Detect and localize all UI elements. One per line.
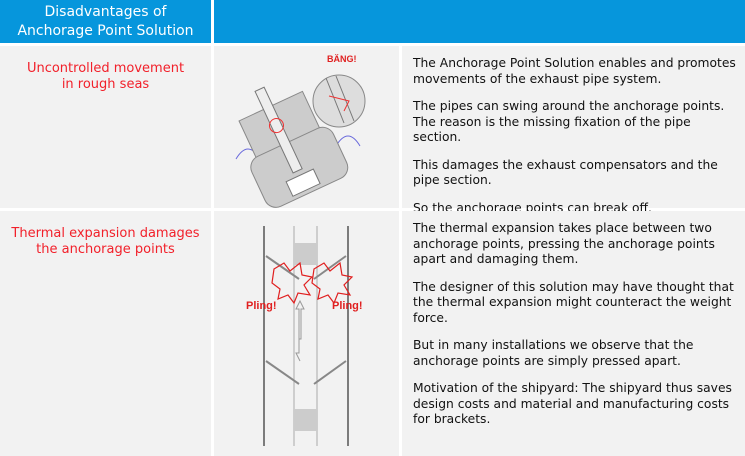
- issue-title-line1: Thermal expansion damages: [11, 226, 200, 241]
- ship-hull: [238, 86, 349, 208]
- ship-swing-illustration: BÄNG!: [235, 54, 366, 208]
- compensator-top: [294, 243, 317, 265]
- issue-title-line2: the anchorage points: [36, 242, 175, 257]
- illustration-cell-1: BÄNG!: [214, 46, 399, 208]
- issue-cell-1: Uncontrolled movement in rough seas: [0, 46, 211, 208]
- illustration-cell-2: Pling! Pling!: [214, 211, 399, 456]
- expansion-arrows: [295, 299, 305, 362]
- impact-star-right: [311, 261, 354, 305]
- header-title-line1: Disadvantages of: [44, 3, 167, 20]
- pling-label-left: Pling!: [246, 300, 277, 312]
- issue-title-line1: Uncontrolled movement: [26, 61, 185, 76]
- zoom-detail-circle: [312, 74, 366, 128]
- description-paragraph: The thermal expansion takes place betwee…: [413, 221, 715, 266]
- description-paragraph: This damages the exhaust compensators an…: [413, 157, 718, 188]
- description-cell-1: The Anchorage Point Solution enables and…: [402, 46, 745, 215]
- compensator-bottom: [294, 409, 317, 431]
- description-paragraph: The designer of this solution may have t…: [413, 279, 734, 325]
- description-paragraph: But in many installations we observe tha…: [413, 338, 694, 368]
- thermal-expansion-illustration: Pling! Pling!: [246, 226, 363, 446]
- description-paragraph: The pipes can swing around the anchorage…: [413, 99, 725, 144]
- pling-label-right: Pling!: [332, 300, 363, 312]
- bang-label: BÄNG!: [327, 54, 357, 64]
- wave-right: [335, 135, 361, 147]
- issue-title-line2: in rough seas: [61, 77, 150, 92]
- header-title-line2: Anchorage Point Solution: [17, 22, 194, 39]
- table-header-title: Disadvantages of Anchorage Point Solution: [0, 0, 211, 43]
- table-header-blank: [214, 0, 745, 43]
- description-paragraph: Motivation of the shipyard: The shipyard…: [413, 381, 732, 426]
- impact-star-left: [271, 261, 314, 305]
- description-paragraph: The Anchorage Point Solution enables and…: [413, 56, 736, 86]
- issue-cell-2: Thermal expansion damages the anchorage …: [0, 211, 211, 456]
- description-cell-2: The thermal expansion takes place betwee…: [402, 211, 745, 456]
